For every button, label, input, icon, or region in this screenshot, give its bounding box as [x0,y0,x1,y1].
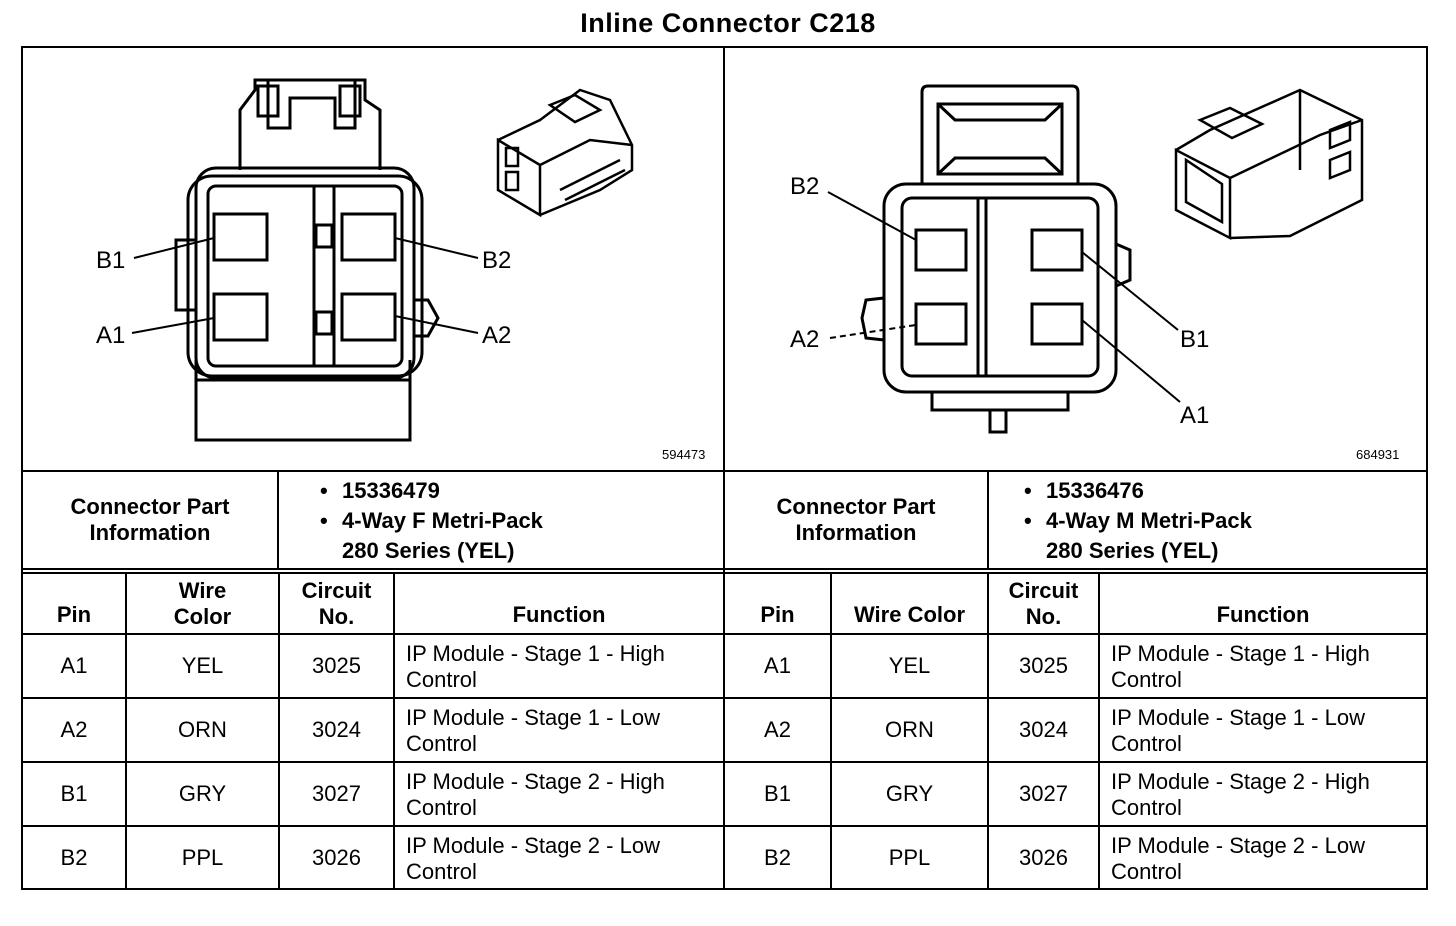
pin-label-b2: B2 [790,173,820,200]
header-function: Function [512,602,606,627]
connector-series: 280 Series (YEL) [1046,538,1219,563]
pin-cell: B2 [764,844,791,870]
wire-color-cell: PPL [181,844,224,870]
header-circuit-no: Circuit No. [301,577,372,629]
image-id-left: 594473 [662,447,706,462]
circuit-cell: 3024 [1019,717,1068,742]
image-id-right: 684931 [1356,447,1400,462]
wire-color-cell: GRY [885,781,934,806]
header-pin: Pin [56,602,92,627]
part-number: 15336479 [318,476,543,506]
pin-label-a1: A1 [96,322,126,349]
pin-label-b2: B2 [482,247,512,274]
part-info-label: Connector Part Information [776,494,936,545]
pin-cell: B2 [60,844,88,870]
pin-cell: A2 [60,717,88,742]
circuit-cell: 3027 [1019,781,1068,806]
part-number: 15336476 [1022,476,1252,506]
header-wire-color: Wire Color [173,577,232,629]
wire-color-cell: GRY [178,781,227,806]
part-info-details: 15336476 4-Way M Metri-Pack 280 Series (… [1022,476,1252,566]
circuit-cell: 3026 [312,844,361,870]
pin-label-b1: B1 [96,247,126,274]
circuit-cell: 3026 [1019,844,1068,870]
part-info-label: Connector Part Information [70,494,230,545]
circuit-cell: 3024 [312,717,361,742]
table-grid [21,46,1428,890]
connector-series: 280 Series (YEL) [342,538,515,563]
pin-cell: B1 [60,781,88,806]
circuit-cell: 3027 [312,781,361,806]
header-circuit-no: Circuit No. [1008,577,1079,629]
header-pin: Pin [760,602,795,627]
pin-label-b1: B1 [1180,326,1210,353]
header-wire-color: Wire Color [853,602,966,627]
pin-cell: A1 [60,653,88,678]
pin-cell: A1 [764,653,791,678]
pin-label-a1: A1 [1180,402,1210,429]
connector-description: 4-Way F Metri-Pack [318,506,543,536]
wire-color-cell: ORN [885,717,934,742]
connector-description: 4-Way M Metri-Pack [1022,506,1252,536]
wire-color-cell: YEL [181,653,224,678]
male-connector-iso-view [1174,88,1364,241]
pin-label-a2: A2 [790,326,820,353]
wire-color-cell: YEL [888,653,931,678]
pin-cell: B1 [764,781,791,806]
circuit-cell: 3025 [312,653,361,678]
page-title: Inline Connector C218 [580,8,876,38]
wire-color-cell: ORN [178,717,227,742]
header-function: Function [1216,602,1310,627]
female-connector-iso-view [496,88,634,218]
part-info-details: 15336479 4-Way F Metri-Pack 280 Series (… [318,476,543,566]
circuit-cell: 3025 [1019,653,1068,678]
male-pin-callout-lines [827,191,1181,403]
female-pin-callout-lines [131,237,479,334]
pin-label-a2: A2 [482,322,512,349]
wire-color-cell: PPL [888,844,931,870]
male-connector-face-view [860,84,1132,434]
pin-cell: A2 [764,717,791,742]
female-connector-face-view [174,78,440,442]
